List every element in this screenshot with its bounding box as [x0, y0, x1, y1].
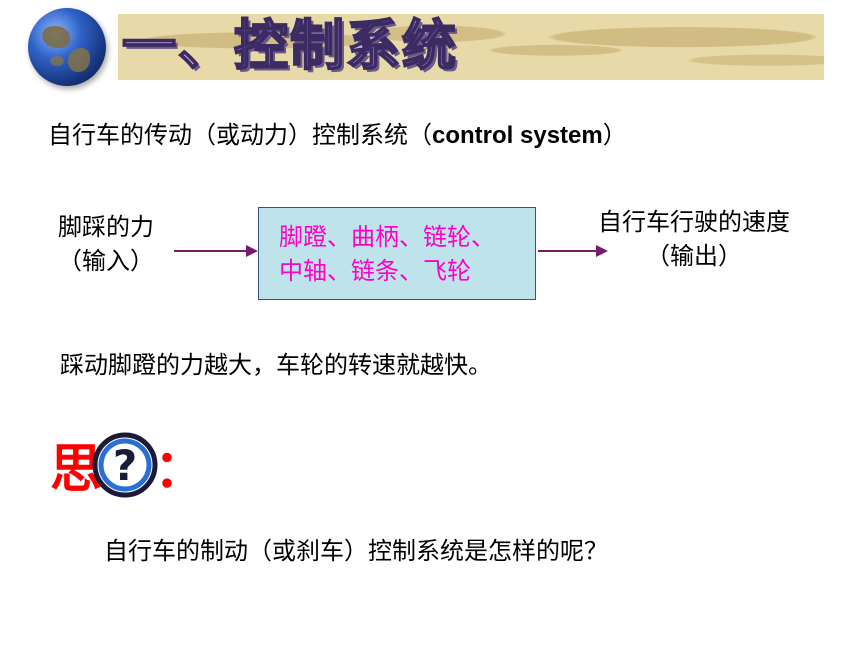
process-text: 脚蹬、曲柄、链轮、 中轴、链条、飞轮 [279, 220, 495, 288]
diagram-output: 自行车行驶的速度 （输出） [598, 205, 790, 273]
process-line1: 脚蹬、曲柄、链轮、 [279, 223, 495, 251]
globe-icon [28, 8, 106, 86]
question-mark-icon: ? [92, 432, 158, 498]
question-text: 自行车的制动（或刹车）控制系统是怎样的呢？ [104, 537, 608, 565]
description-cn: 自行车的传动（或动力）控制系统（ [48, 121, 432, 149]
description-en: control system [432, 122, 603, 149]
input-line1: 脚踩的力 [58, 213, 154, 241]
output-line1: 自行车行驶的速度 [598, 208, 790, 236]
diagram-input: 脚踩的力 （输入） [58, 210, 154, 278]
svg-text:?: ? [113, 441, 137, 490]
diagram-process-box: 脚蹬、曲柄、链轮、 中轴、链条、飞轮 [258, 207, 536, 300]
explanation-text: 踩动脚蹬的力越大，车轮的转速就越快。 [60, 351, 492, 379]
process-line2: 中轴、链条、飞轮 [279, 257, 471, 285]
title-banner [118, 14, 824, 80]
slide-title: 一、控制系统 [121, 12, 458, 78]
description-end: ） [602, 121, 627, 149]
output-line2: （输出） [646, 242, 742, 270]
input-line2: （输入） [58, 247, 154, 275]
output-arrow [538, 245, 608, 257]
description-line: 自行车的传动（或动力）控制系统（control system） [48, 118, 627, 153]
input-arrow [174, 245, 258, 257]
